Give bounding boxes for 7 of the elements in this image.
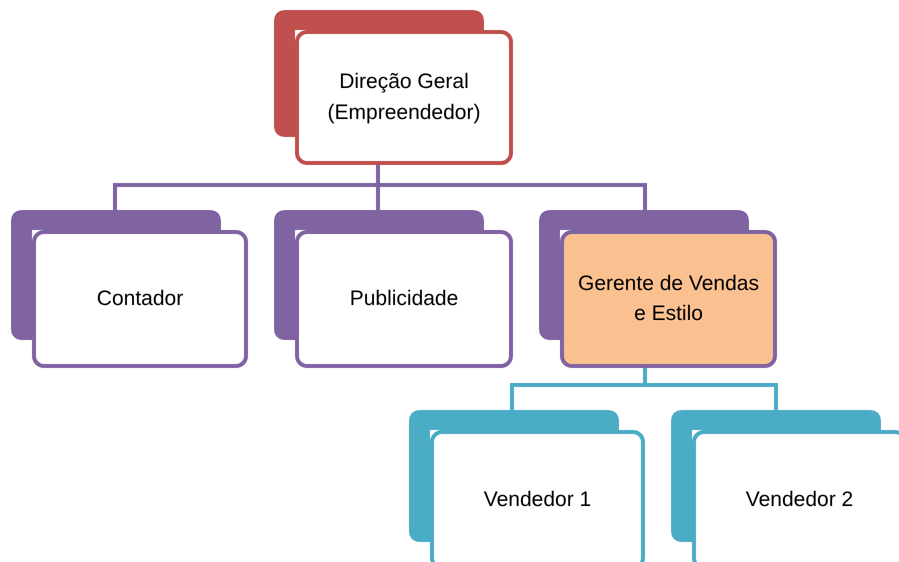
position-title: Vendedor 1 xyxy=(482,486,592,513)
position-title: Vendedor 2 xyxy=(744,486,854,513)
position-title: Direção Geral (Empreendedor) xyxy=(326,69,482,126)
position-title: Gerente de Vendas e Estilo xyxy=(577,270,760,327)
position-title: Contador xyxy=(96,286,184,312)
position-title: Publicidade xyxy=(348,286,460,312)
connector-line xyxy=(376,165,647,210)
